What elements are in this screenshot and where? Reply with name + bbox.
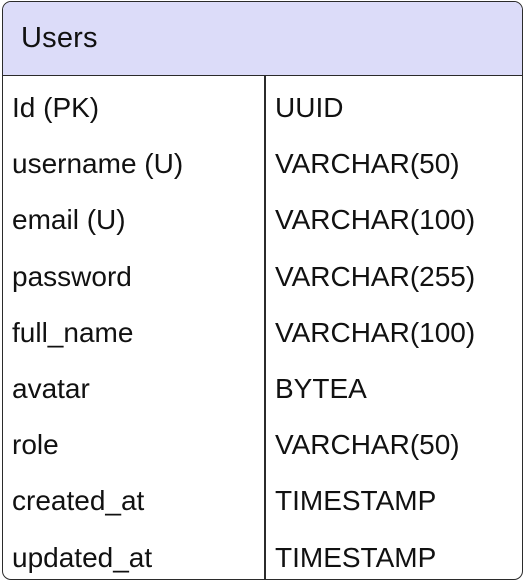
field-rows: Id (PK) UUID username (U) VARCHAR(50) em…: [3, 80, 522, 580]
entity-body: Id (PK) UUID username (U) VARCHAR(50) em…: [3, 76, 522, 579]
field-row: email (U) VARCHAR(100): [3, 192, 522, 248]
field-type: VARCHAR(50): [275, 148, 460, 180]
field-name: password: [12, 260, 132, 292]
field-name: role: [12, 429, 59, 461]
field-row: updated_at TIMESTAMP: [3, 530, 522, 580]
field-name: created_at: [12, 485, 145, 517]
field-row: full_name VARCHAR(100): [3, 305, 522, 361]
field-type: UUID: [275, 92, 344, 124]
entity-title: Users: [21, 22, 98, 54]
field-type: VARCHAR(100): [275, 316, 476, 348]
field-row: Id (PK) UUID: [3, 80, 522, 136]
field-name: username (U): [12, 148, 184, 180]
field-type: BYTEA: [275, 373, 367, 405]
field-row: avatar BYTEA: [3, 361, 522, 417]
field-name: Id (PK): [12, 92, 100, 124]
field-row: username (U) VARCHAR(50): [3, 136, 522, 192]
column-divider: [264, 76, 266, 579]
field-type: VARCHAR(100): [275, 204, 476, 236]
field-row: role VARCHAR(50): [3, 417, 522, 473]
field-name: email (U): [12, 204, 126, 236]
field-row: password VARCHAR(255): [3, 249, 522, 305]
field-name: updated_at: [12, 541, 153, 573]
field-type: VARCHAR(255): [275, 260, 476, 292]
field-type: TIMESTAMP: [275, 485, 437, 517]
field-row: created_at TIMESTAMP: [3, 473, 522, 529]
field-name: avatar: [12, 373, 90, 405]
entity-header: Users: [3, 2, 522, 76]
field-type: TIMESTAMP: [275, 541, 437, 573]
field-name: full_name: [12, 316, 134, 348]
field-type: VARCHAR(50): [275, 429, 460, 461]
